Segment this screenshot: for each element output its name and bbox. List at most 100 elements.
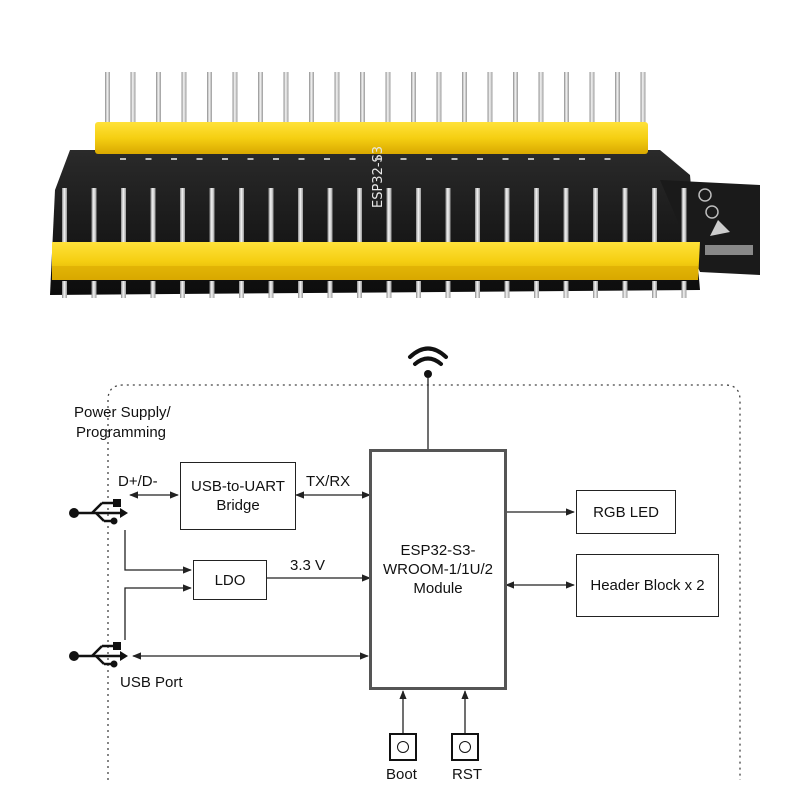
front-pin-row	[62, 188, 687, 246]
silkscreen-mark	[349, 158, 356, 160]
header-pin	[258, 72, 263, 127]
header-pin	[62, 188, 67, 246]
txrx-label: TX/RX	[306, 473, 351, 490]
usb-icon	[69, 642, 128, 668]
silkscreen-mark	[502, 158, 509, 160]
header-pin	[564, 72, 569, 127]
header-pin	[156, 72, 161, 127]
header-pin	[283, 72, 289, 127]
header-pin-stub	[327, 281, 333, 298]
header-pin	[298, 188, 303, 246]
header-pin	[130, 72, 136, 127]
back-pin-row	[105, 72, 646, 127]
boot-label: Boot	[386, 766, 417, 783]
block-diagram	[69, 346, 741, 780]
header-pin-stub	[150, 281, 156, 298]
silkscreen-mark	[553, 158, 560, 160]
header-pin	[357, 188, 362, 246]
header-pin	[105, 72, 110, 127]
rst-button-icon	[451, 733, 479, 761]
header-pin	[681, 188, 687, 246]
back-header	[95, 122, 648, 154]
header-pin	[327, 188, 333, 246]
rgb-led-label: RGB LED	[593, 503, 659, 521]
header-pin	[436, 72, 442, 127]
header-pin-stub	[357, 281, 362, 298]
header-pin-stub	[681, 281, 687, 298]
header-pin-stub	[534, 281, 539, 298]
silkscreen-mark	[375, 158, 381, 160]
usb-port-label: USB Port	[120, 674, 183, 691]
header-pin	[150, 188, 156, 246]
module-line3: Module	[413, 580, 463, 597]
boot-button-icon	[389, 733, 417, 761]
voltage-label: 3.3 V	[290, 557, 326, 574]
header-pin	[207, 72, 212, 127]
power-caption-line1: Power Supply/	[74, 404, 171, 421]
header-pin	[334, 72, 340, 127]
header-pin-stub	[121, 281, 126, 298]
header-pin	[615, 72, 620, 127]
header-pin	[309, 72, 314, 127]
header-pin-stub	[504, 281, 510, 298]
header-pin-stub	[239, 281, 244, 298]
header-pin	[504, 188, 510, 246]
usb-to-uart-bridge-box: USB-to-UART Bridge	[180, 462, 296, 530]
header-pin-stub	[268, 281, 274, 298]
ldo-box: LDO	[193, 560, 267, 600]
rst-label: RST	[452, 766, 482, 783]
usb1-to-ldo-line	[124, 530, 192, 574]
silkscreen-mark	[324, 158, 330, 160]
header-pin-stub	[475, 281, 480, 298]
header-pin	[589, 72, 595, 127]
usb-icon	[69, 499, 128, 525]
silkscreen-mark	[196, 158, 203, 160]
header-pin-stub	[416, 281, 421, 298]
bottom-pin-stubs	[62, 281, 687, 298]
silkscreen-mark	[273, 158, 279, 160]
header-pin-stub	[386, 281, 392, 298]
header-pin-stub	[298, 281, 303, 298]
header-pin	[180, 188, 185, 246]
header-pin	[411, 72, 416, 127]
header-pin	[121, 188, 126, 246]
silkscreen-mark	[604, 158, 611, 160]
header-pin	[593, 188, 598, 246]
header-pin-stub	[180, 281, 185, 298]
header-pin	[513, 72, 518, 127]
header-pin	[416, 188, 421, 246]
power-caption-line2: Programming	[76, 424, 167, 441]
header-pin	[181, 72, 187, 127]
header-pin	[462, 72, 467, 127]
header-pin	[534, 188, 539, 246]
silkscreen-mark	[426, 158, 432, 160]
header-pin	[475, 188, 480, 246]
rgb-led-box: RGB LED	[576, 490, 676, 534]
header-block-box: Header Block x 2	[576, 554, 719, 617]
usb-uart-line1: USB-to-UART	[191, 478, 285, 495]
board-silk-label: ESP32-S3	[371, 146, 386, 208]
wifi-icon	[408, 346, 448, 378]
silkscreen-mark	[120, 158, 126, 160]
header-block-label: Header Block x 2	[590, 577, 705, 594]
usb-uart-line2: Bridge	[216, 497, 260, 514]
header-pin-stub	[209, 281, 215, 298]
header-pin	[385, 72, 391, 127]
module-line2: WROOM-1/1U/2	[382, 561, 493, 578]
header-pin-stub	[652, 281, 657, 298]
header-pin	[563, 188, 569, 246]
silkscreen-mark	[528, 158, 534, 160]
header-pin-stub	[622, 281, 628, 298]
board-photo: ESP32-S3	[50, 72, 760, 298]
silkscreen-mark	[171, 158, 177, 160]
header-pin	[652, 188, 657, 246]
dplus-dminus-label: D+/D-	[118, 473, 158, 490]
silkscreen-mark	[247, 158, 254, 160]
header-pin	[232, 72, 238, 127]
header-pin-stub	[445, 281, 451, 298]
header-pin-stub	[62, 281, 67, 298]
silkscreen-mark	[222, 158, 228, 160]
header-pin	[268, 188, 274, 246]
silkscreen-mark	[451, 158, 458, 160]
